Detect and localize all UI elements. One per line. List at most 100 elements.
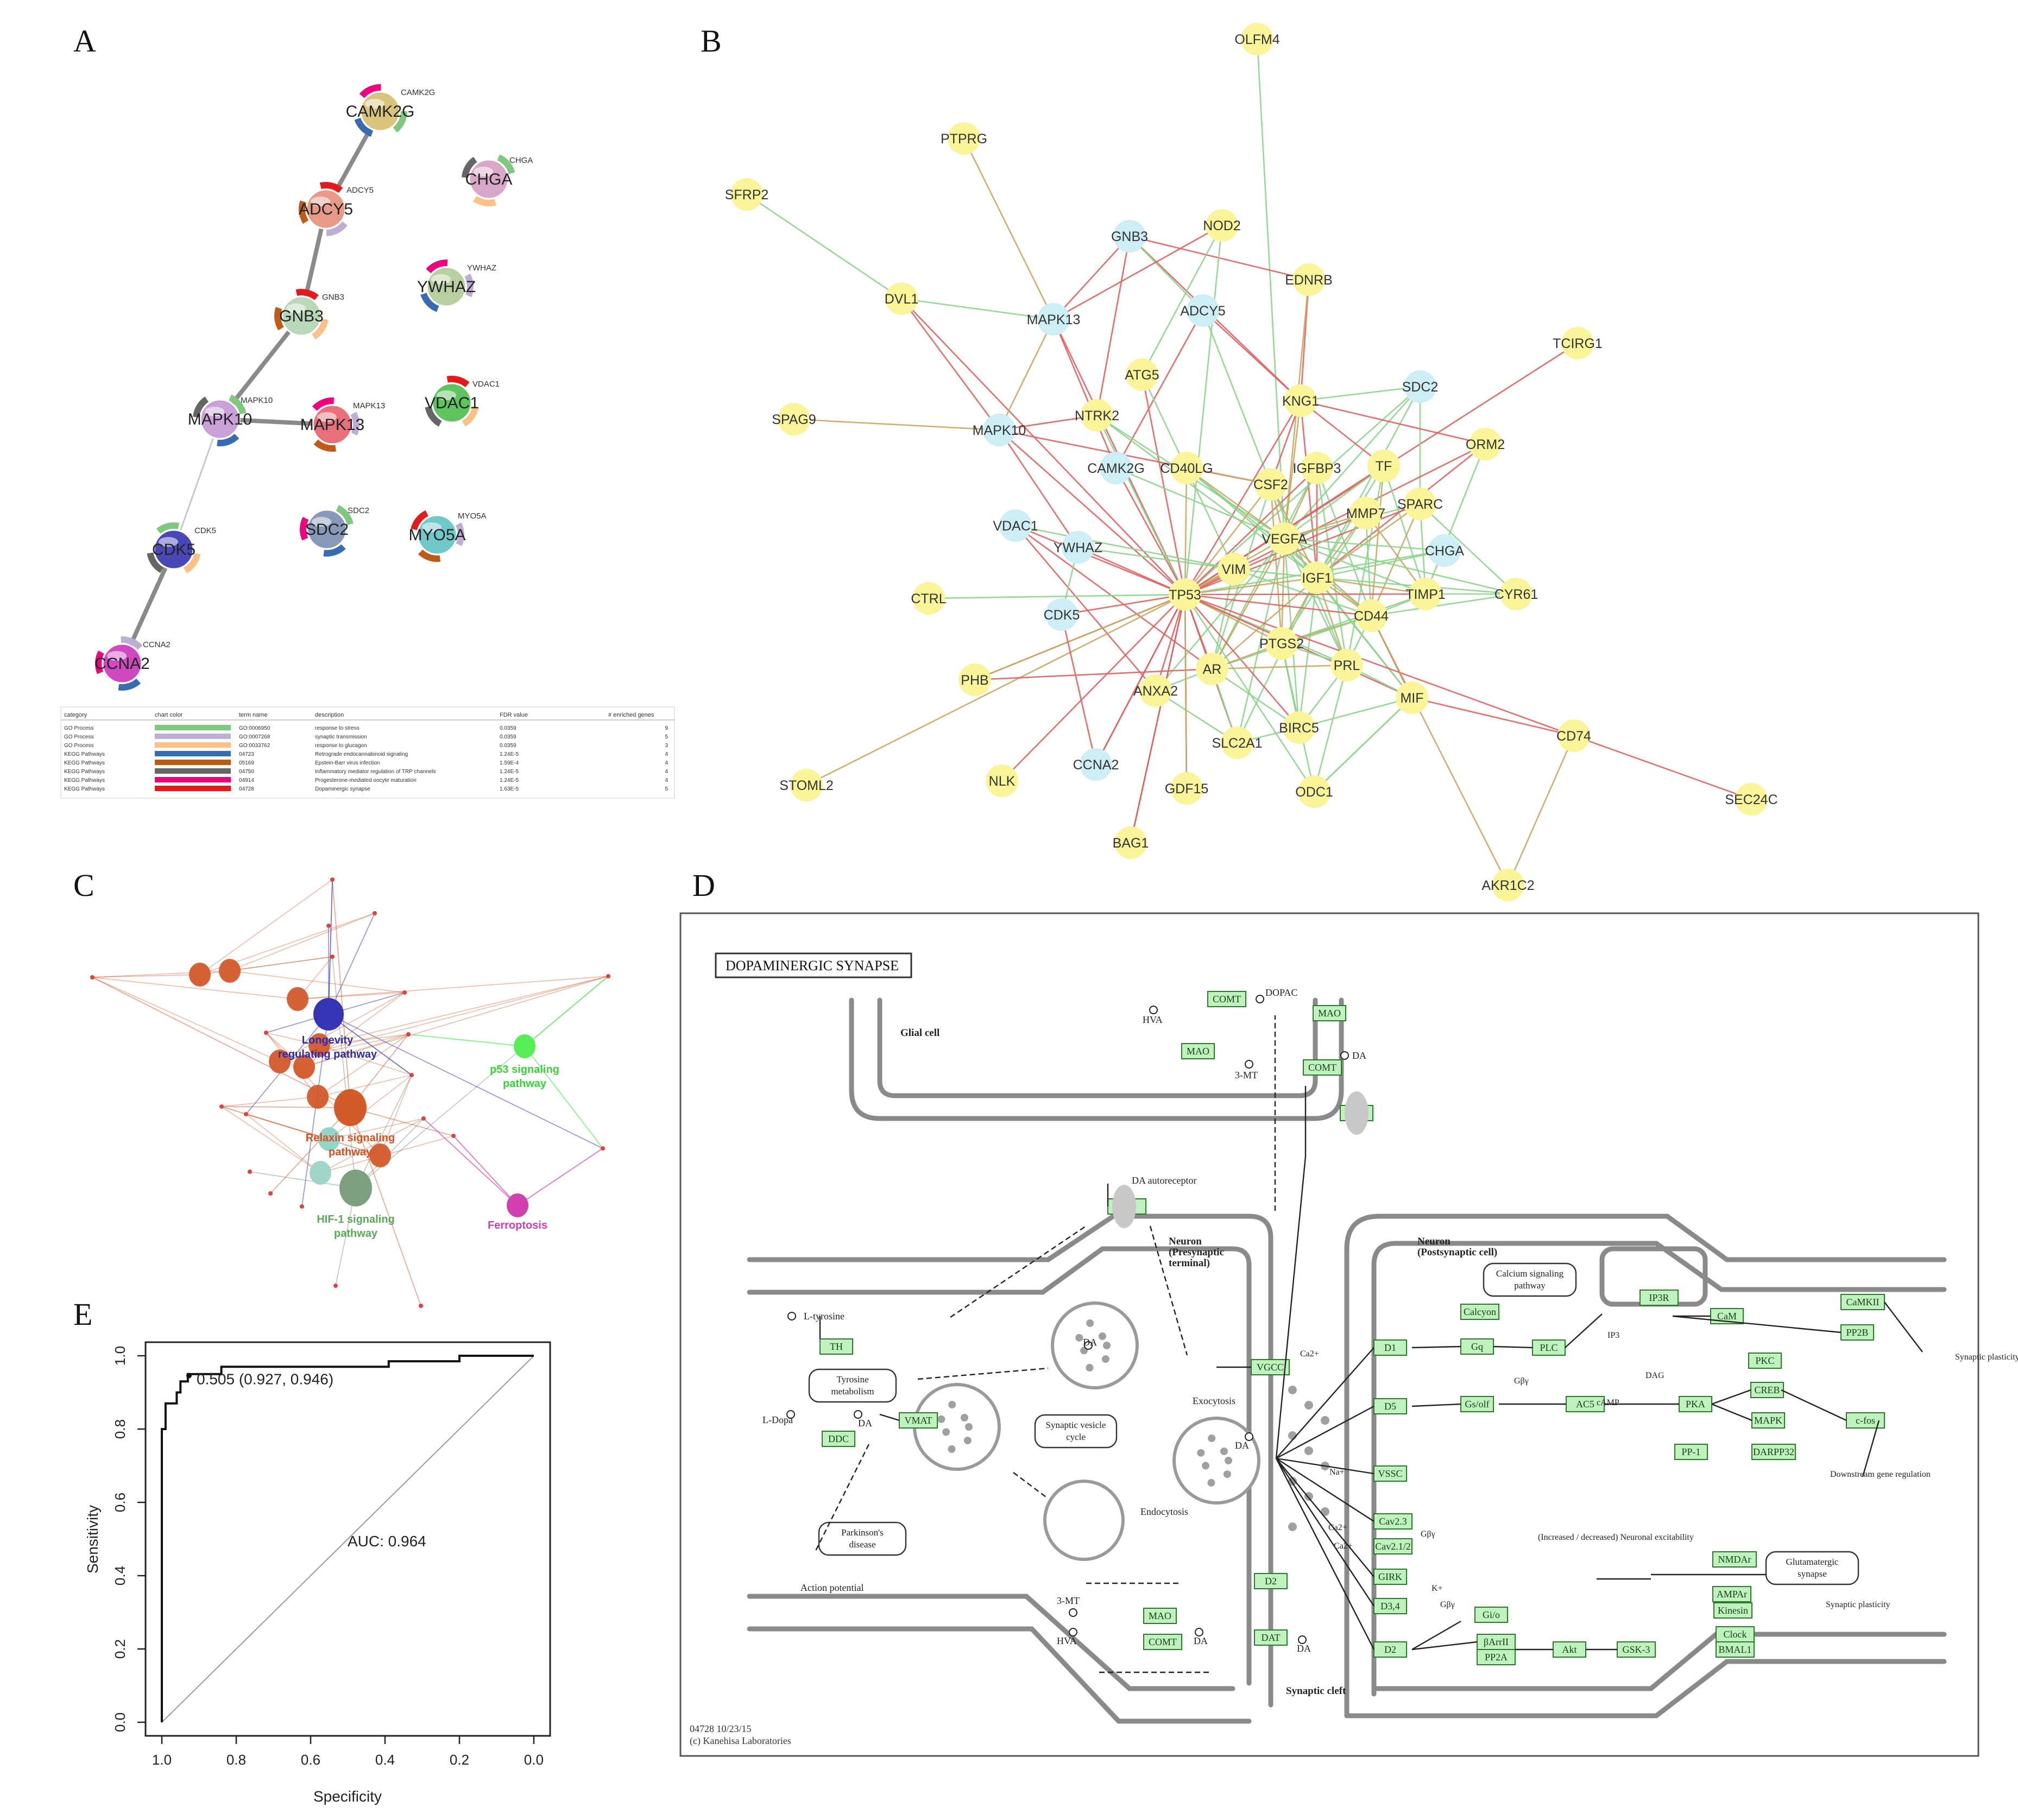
node-label: VDAC1 — [993, 519, 1038, 534]
node-label: CD74 — [1556, 729, 1591, 744]
node-ring-segment — [462, 406, 479, 427]
pathway-arrow-indirect — [1013, 1472, 1049, 1499]
interaction-edge — [901, 298, 1054, 320]
kegg-annotation: Ca2+ — [1300, 1349, 1319, 1358]
gene-box — [1750, 1382, 1784, 1398]
protein-node: GNB3 — [1111, 220, 1148, 252]
node-circle — [1301, 452, 1333, 484]
node-circle — [1492, 869, 1524, 901]
gene-box-label: COMT — [1308, 1062, 1336, 1073]
kegg-annotation: cAMP — [1597, 1398, 1619, 1407]
node-label: CCNA2 — [94, 655, 150, 673]
interaction-edge — [998, 429, 1079, 548]
gene-box-label: Cav2.1/2 — [1375, 1541, 1411, 1552]
protein-node: NTRK2 — [1075, 399, 1119, 432]
node-ring-segment — [336, 505, 354, 526]
interaction-edge — [1061, 593, 1185, 616]
interaction-edge — [1284, 465, 1384, 540]
protein-node: ADCY5 — [1180, 294, 1226, 327]
node-ring-segment — [426, 260, 448, 274]
interaction-edge — [928, 593, 1185, 599]
interaction-edge — [1184, 594, 1315, 792]
compartment-label: (Presynaptic — [1169, 1247, 1224, 1258]
kegg-annotations: DA autoreceptorExocytosisEndocytosisActi… — [800, 1027, 2018, 1697]
node-label: CSF2 — [1253, 477, 1288, 492]
pathway-edge — [297, 976, 609, 1000]
legend-swatch — [155, 742, 231, 748]
interaction-edge — [1184, 593, 1426, 596]
legend-description: synaptic transmission — [315, 734, 367, 740]
gene-box — [1840, 1294, 1885, 1310]
node-highlight — [474, 167, 493, 176]
node-circle — [1292, 263, 1325, 296]
interaction-edge — [1573, 735, 1752, 800]
panel-letter-d: D — [692, 868, 715, 903]
node-highlight — [286, 304, 306, 313]
pathway-arrow-indirect — [1149, 1225, 1188, 1356]
map-link-label: Glutamatergic — [1786, 1557, 1839, 1567]
gene-box-label: CaMKII — [1846, 1297, 1880, 1307]
compartment-label: Synaptic cleft — [1286, 1685, 1346, 1697]
interaction-edge — [1115, 467, 1186, 595]
pathway-arrow — [1411, 1641, 1478, 1651]
node-label: ADCY5 — [299, 200, 353, 218]
protein-node: CTRL — [911, 582, 947, 615]
node-ring-segment — [193, 396, 209, 418]
interaction-edge — [1184, 593, 1282, 644]
compound-label: DA — [858, 1418, 872, 1429]
node-label: MAPK10 — [973, 423, 1026, 438]
pathway-label: Ferroptosis — [488, 1219, 547, 1231]
x-tick-label: 1.0 — [152, 1752, 172, 1768]
y-axis: 0.00.20.40.60.81.0 — [112, 1346, 146, 1732]
vesicle-dopamine — [937, 1415, 945, 1423]
gene-node — [264, 1031, 268, 1035]
gene-box-label: IP3R — [1649, 1292, 1669, 1303]
vesicle-dopamine — [963, 1437, 972, 1445]
gene-box-label: Kinesin — [1718, 1605, 1748, 1616]
node-label: IGFBP3 — [1293, 461, 1341, 476]
pathway-arrow — [879, 1413, 900, 1421]
interaction-edge — [1015, 525, 1156, 691]
gene-box — [1751, 1412, 1785, 1429]
node-ring-segment — [464, 273, 474, 298]
node-label: CDK5 — [1044, 608, 1080, 623]
node-ring-segment — [497, 154, 515, 174]
released-dopamine — [1288, 1386, 1297, 1394]
pathway-hub-node — [339, 1170, 372, 1206]
pathway-edge — [221, 1106, 321, 1173]
gene-box-label: DDC — [828, 1433, 849, 1444]
vesicle-dopamine — [1075, 1334, 1083, 1342]
compound-label: DOPAC — [1265, 987, 1297, 998]
legend-fdr: 0.0359 — [500, 734, 516, 740]
legend-description: response to stress — [315, 725, 360, 731]
compound-label: DA — [1352, 1050, 1366, 1061]
node-ring-segment — [354, 117, 374, 137]
gene-node — [419, 1304, 423, 1308]
pathway-edge — [350, 1107, 454, 1136]
interaction-edge — [1270, 484, 1283, 644]
panel-c-labels: Longevity regulating pathway p53 signali… — [278, 1034, 559, 1240]
gene-node — [601, 1146, 605, 1151]
compartment-label: Neuron — [1417, 1236, 1451, 1247]
legend-genes: 5 — [665, 734, 668, 740]
protein-node: CYR61 — [1494, 578, 1538, 610]
pathway-edge — [319, 1045, 412, 1076]
gene-box — [1679, 1396, 1712, 1412]
x-tick-label: 0.2 — [450, 1752, 469, 1768]
protein-node: TCIRG1 — [1553, 327, 1603, 359]
pathway-edge — [92, 974, 200, 978]
legend-header: chart color — [155, 712, 183, 718]
node-tag: GNB3 — [322, 293, 344, 302]
compound-label: 3-MT — [1057, 1595, 1080, 1606]
interaction-edge — [1077, 546, 1185, 596]
legend-category: GO Process — [64, 734, 93, 740]
y-tick-label: 0.6 — [112, 1493, 128, 1512]
interaction-edge — [1283, 400, 1302, 539]
interaction-edge — [1300, 400, 1318, 578]
pathway-edge — [517, 1148, 603, 1206]
